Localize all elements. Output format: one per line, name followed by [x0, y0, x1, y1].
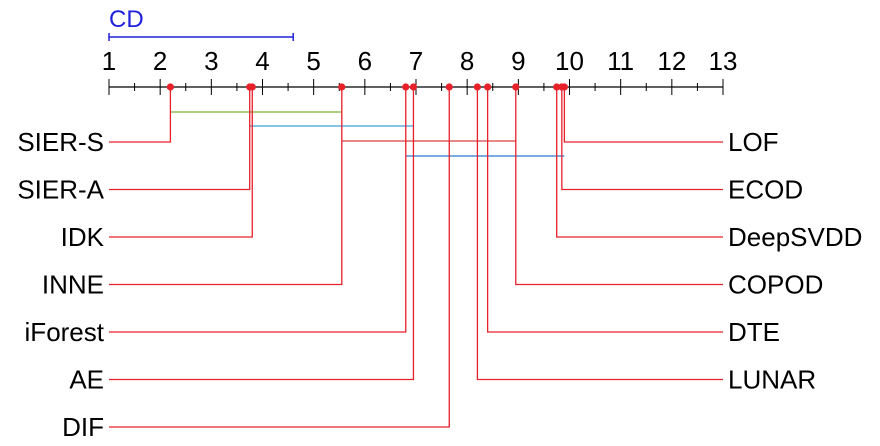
method-connector	[561, 87, 723, 191]
rank-marker	[166, 83, 174, 91]
rank-marker	[558, 83, 566, 91]
rank-marker	[553, 83, 561, 91]
cd-label: CD	[109, 6, 144, 33]
rank-marker	[248, 83, 256, 91]
method-connector	[476, 87, 723, 381]
method-connector	[515, 87, 723, 286]
axis-tick-label: 11	[607, 46, 634, 76]
method-connector	[109, 87, 407, 333]
rank-marker	[445, 83, 453, 91]
axis-tick-label: 8	[460, 46, 474, 76]
method-connector	[109, 87, 343, 286]
method-label: DTE	[728, 317, 780, 347]
axis-tick-label: 13	[709, 46, 738, 76]
axis-tick-label: 3	[204, 46, 218, 76]
axis-tick-label: 12	[657, 46, 686, 76]
method-label: ECOD	[728, 175, 803, 205]
method-label: LUNAR	[728, 365, 816, 395]
axis-tick-label: 1	[102, 46, 116, 76]
method-label: SIER-A	[17, 175, 104, 205]
method-label: DIF	[62, 412, 104, 442]
method-connector	[109, 87, 251, 191]
method-connector	[109, 87, 415, 381]
method-label: DeepSVDD	[728, 222, 862, 252]
method-connector	[563, 87, 723, 143]
axis-tick-label: 7	[409, 46, 423, 76]
method-label: IDK	[61, 222, 105, 252]
axis-tick-label: 4	[255, 46, 269, 76]
method-label: INNE	[42, 270, 104, 300]
axis-tick-label: 6	[358, 46, 372, 76]
rank-marker	[409, 83, 418, 91]
method-connector	[109, 87, 172, 143]
rank-marker	[338, 83, 346, 91]
axis-tick-label: 2	[153, 46, 167, 76]
axis-tick-label: 9	[511, 46, 525, 76]
method-connector	[109, 87, 253, 238]
method-label: LOF	[728, 127, 779, 157]
method-label: COPOD	[728, 270, 823, 300]
method-label: iForest	[25, 317, 105, 347]
method-connector	[486, 87, 723, 333]
axis-tick-label: 5	[306, 46, 320, 76]
method-label: AE	[69, 365, 104, 395]
method-label: SIER-S	[17, 127, 104, 157]
rank-marker	[473, 83, 481, 91]
axis-tick-label: 10	[555, 46, 584, 76]
rank-marker	[484, 83, 492, 91]
rank-marker	[512, 83, 520, 91]
method-connector	[109, 87, 450, 428]
rank-marker	[402, 83, 410, 91]
method-connector	[556, 87, 723, 238]
